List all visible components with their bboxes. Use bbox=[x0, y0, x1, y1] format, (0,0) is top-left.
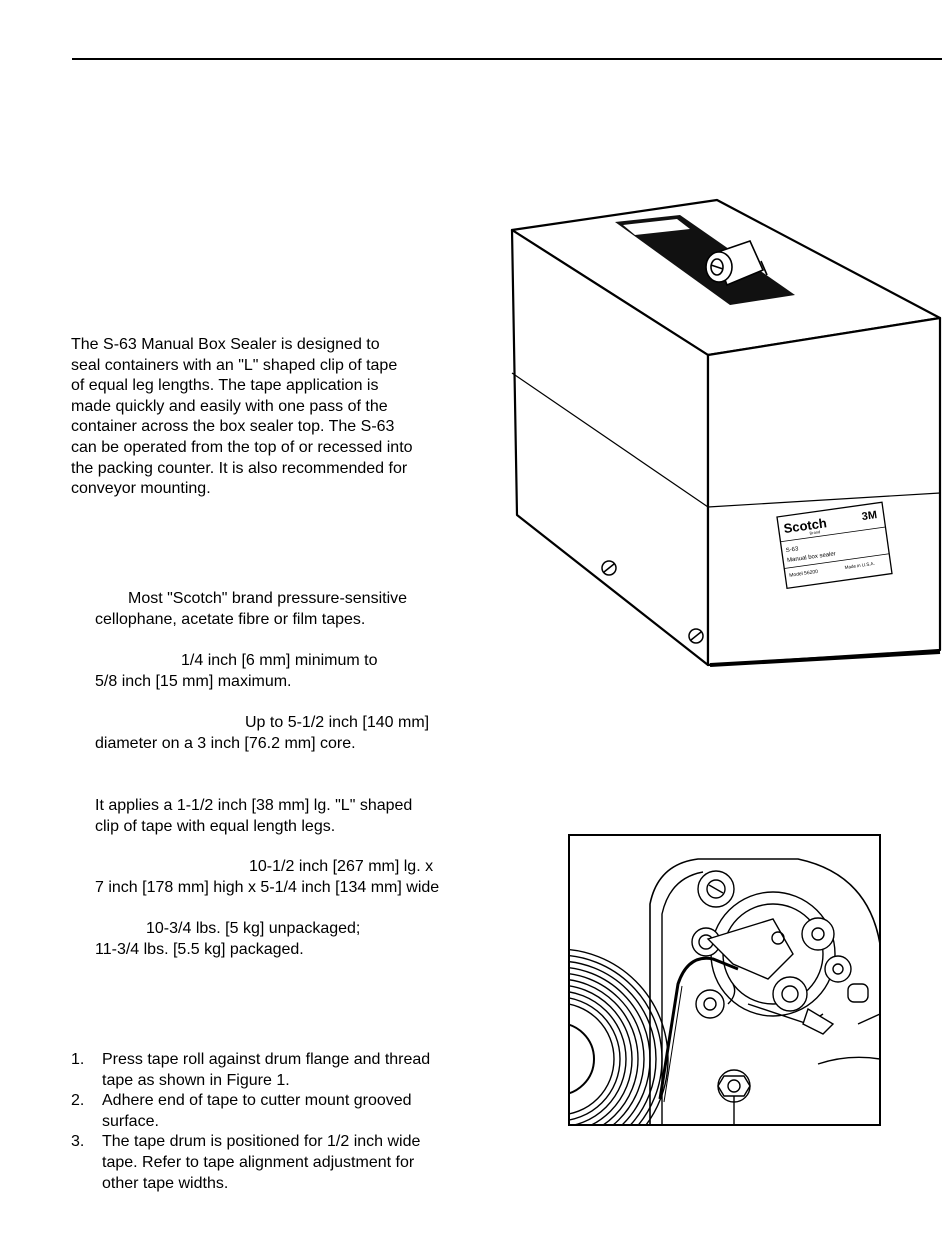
spec-clip-line1: It applies a 1-1/2 inch [38 mm] lg. "L" … bbox=[95, 797, 413, 814]
intro-line: conveyor mounting. bbox=[71, 480, 211, 498]
list-item: 3. The tape drum is positioned for 1/2 i… bbox=[71, 1132, 430, 1194]
spec-width-line2: 5/8 inch [15 mm] maximum. bbox=[95, 673, 292, 690]
step-line: The tape drum is positioned for 1/2 inch… bbox=[102, 1133, 421, 1151]
intro-paragraph: The S-63 Manual Box Sealer is designed t… bbox=[71, 335, 413, 500]
label-brand-sub: Brand bbox=[809, 529, 820, 535]
step-line: tape. Refer to tape alignment adjustment… bbox=[102, 1153, 415, 1171]
label-origin: Made in U.S.A. bbox=[844, 561, 875, 570]
label-maker-logo: 3M bbox=[861, 509, 878, 523]
intro-line: The S-63 Manual Box Sealer is designed t… bbox=[71, 336, 380, 353]
label-brand: Scotch bbox=[783, 515, 828, 536]
intro-line: seal containers with an "L" shaped clip … bbox=[71, 356, 398, 374]
intro-line: container across the box sealer top. The… bbox=[71, 418, 395, 436]
spec-width-line1: 1/4 inch [6 mm] minimum to bbox=[181, 652, 378, 669]
list-item: 1. Press tape roll against drum flange a… bbox=[71, 1050, 430, 1091]
spec-clip-line2: clip of tape with equal length legs. bbox=[95, 818, 336, 835]
step-line: Adhere end of tape to cutter mount groov… bbox=[102, 1092, 412, 1110]
threading-steps: 1. Press tape roll against drum flange a… bbox=[71, 1050, 430, 1194]
step-number: 2. bbox=[71, 1092, 85, 1110]
list-item: 2. Adhere end of tape to cutter mount gr… bbox=[71, 1091, 430, 1132]
step-number: 1. bbox=[71, 1051, 85, 1068]
spec-size-line2: 7 inch [178 mm] high x 5-1/4 inch [134 m… bbox=[95, 879, 440, 896]
step-line: other tape widths. bbox=[102, 1174, 229, 1192]
spec-size-line1: 10-1/2 inch [267 mm] lg. x bbox=[249, 858, 434, 875]
intro-line: the packing counter. It is also recommen… bbox=[71, 459, 408, 477]
intro-line: can be operated from the top of or reces… bbox=[71, 438, 413, 456]
intro-line: made quickly and easily with one pass of… bbox=[71, 397, 388, 415]
spec-weight-line1: 10-3/4 lbs. [5 kg] unpackaged; bbox=[146, 920, 361, 937]
step-number: 3. bbox=[71, 1133, 85, 1151]
header-rule bbox=[72, 58, 942, 60]
spec-tapes-line1: Most "Scotch" brand pressure-sensitive bbox=[128, 590, 408, 607]
intro-line: of equal leg lengths. The tape applicati… bbox=[71, 377, 379, 395]
tape-threading-illustration bbox=[568, 834, 881, 1126]
label-model: Model 56200 bbox=[789, 569, 819, 579]
step-line: tape as shown in Figure 1. bbox=[102, 1071, 290, 1089]
step-line: Press tape roll against drum flange and … bbox=[102, 1051, 431, 1068]
spec-roll-line2: diameter on a 3 inch [76.2 mm] core. bbox=[95, 735, 356, 752]
box-sealer-illustration: Scotch Brand 3M S-63 Manual box sealer M… bbox=[510, 198, 942, 667]
spec-tapes-line2: cellophane, acetate fibre or film tapes. bbox=[95, 611, 366, 628]
spec-weight-line2: 11-3/4 lbs. [5.5 kg] packaged. bbox=[95, 941, 304, 958]
step-line: surface. bbox=[102, 1112, 159, 1130]
label-model-code: S-63 bbox=[785, 546, 799, 554]
spec-roll-line1: Up to 5-1/2 inch [140 mm] bbox=[245, 714, 430, 731]
